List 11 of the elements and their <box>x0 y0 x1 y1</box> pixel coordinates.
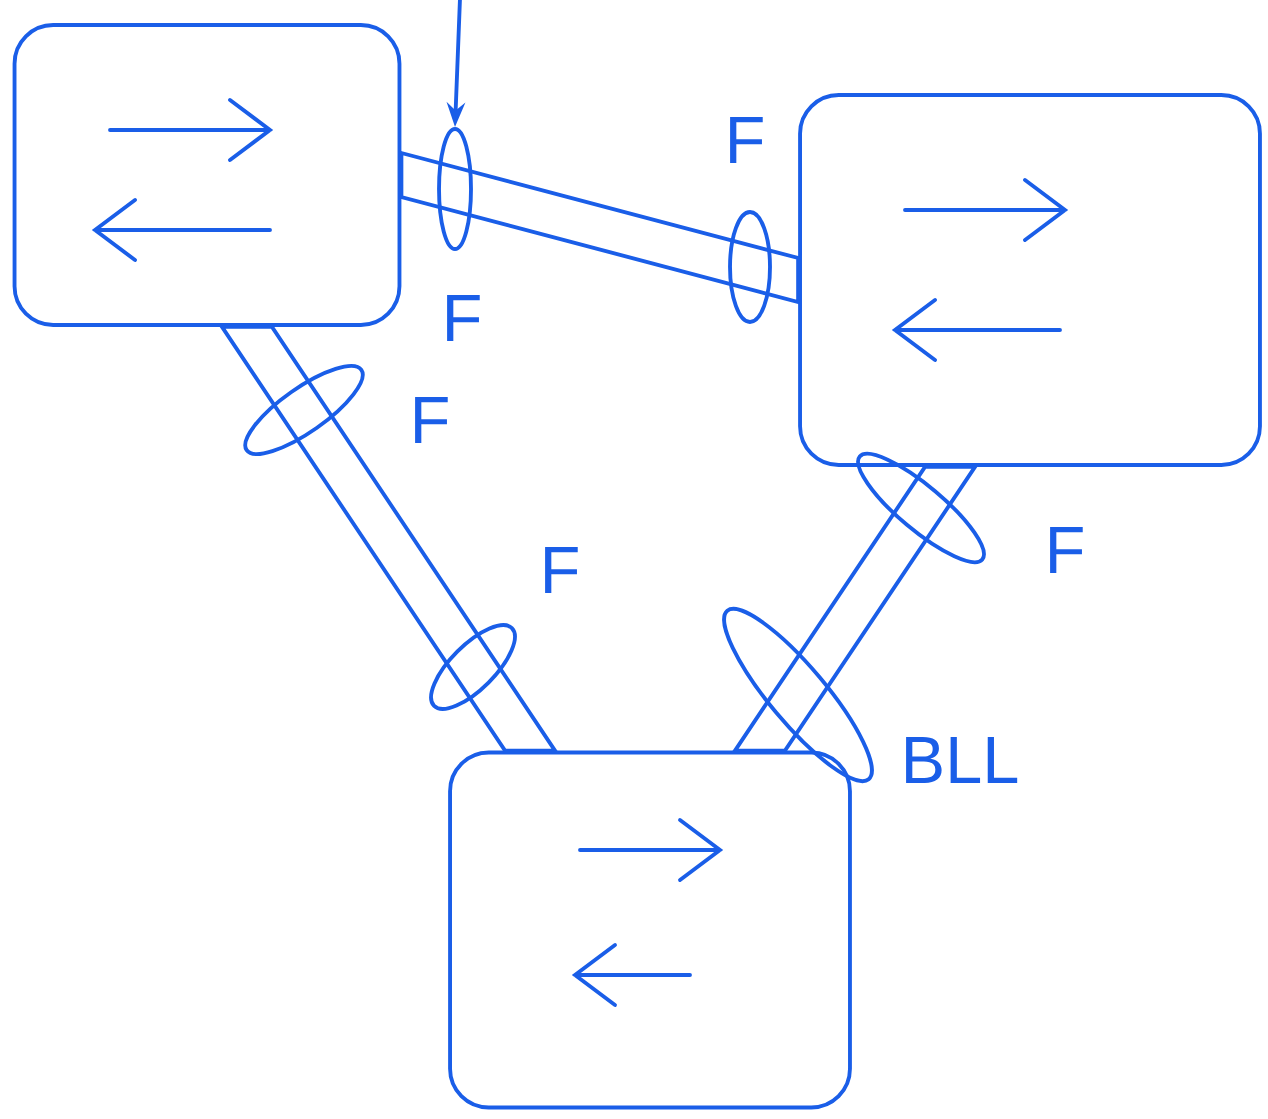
link-ellipse <box>728 210 772 324</box>
handwritten-label: F <box>447 295 480 341</box>
handwritten-label: F <box>1050 527 1083 573</box>
handwritten-label: F <box>545 547 578 593</box>
box <box>448 750 852 1110</box>
handwritten-label: BLL <box>906 737 1018 783</box>
handwritten-label: F <box>730 117 763 163</box>
handwritten-label: F <box>415 397 448 443</box>
link-ellipse <box>437 127 473 251</box>
box <box>798 93 1262 467</box>
box <box>12 23 402 327</box>
